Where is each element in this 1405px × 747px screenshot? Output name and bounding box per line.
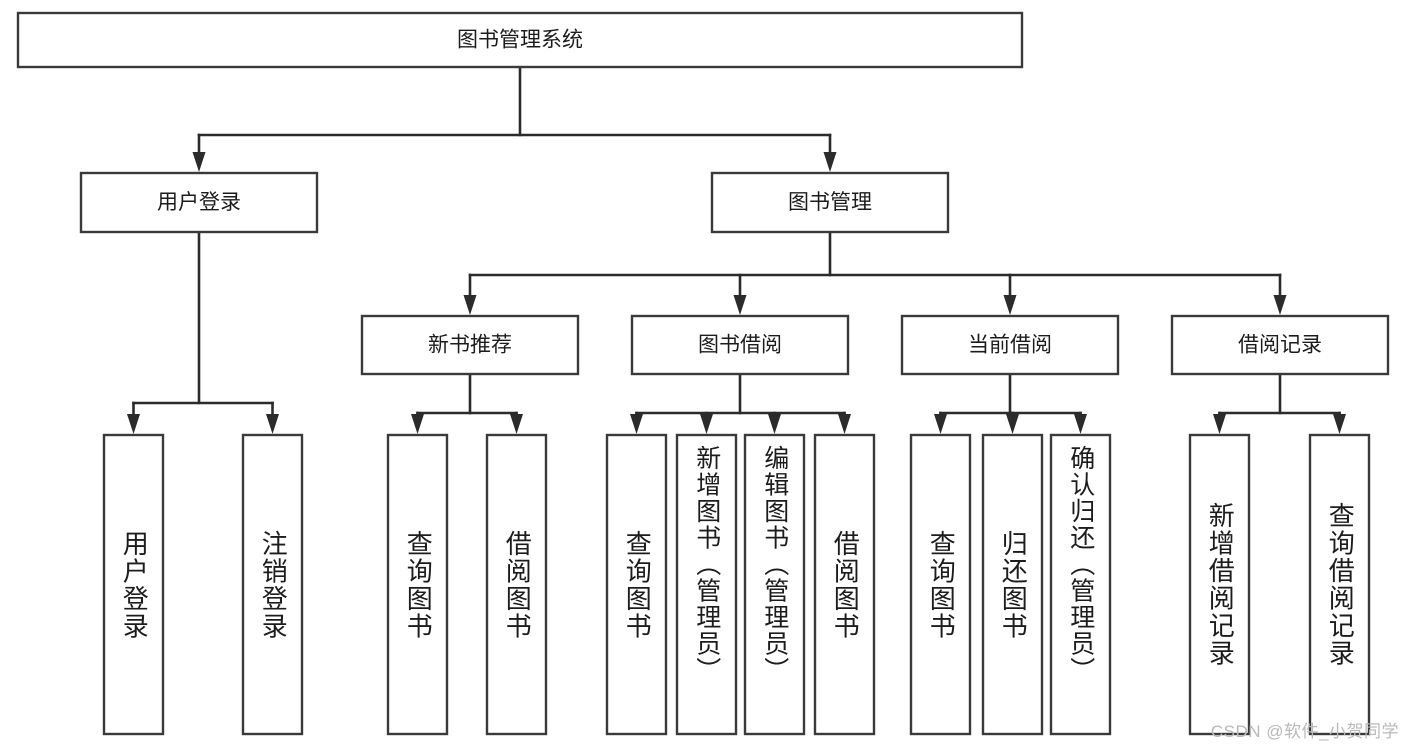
node-label-l2-1: 图书管理 — [788, 191, 872, 214]
node-box-leaf-7[interactable] — [813, 433, 876, 736]
node-box-leaf-11[interactable] — [1188, 433, 1251, 736]
node-box-l3-3[interactable] — [1170, 314, 1390, 376]
node-box-l3-1[interactable] — [630, 314, 850, 376]
node-box-leaf-2[interactable] — [386, 433, 449, 736]
node-box-l3-2[interactable] — [900, 314, 1120, 376]
node-box-leaf-6[interactable] — [743, 433, 806, 736]
node-box-l2-0[interactable] — [79, 171, 319, 234]
node-label-l2-0: 用户登录 — [157, 191, 241, 214]
node-box-root[interactable] — [16, 11, 1024, 69]
node-label-l3-3: 借阅记录 — [1238, 334, 1322, 357]
node-label-l3-2: 当前借阅 — [968, 334, 1052, 357]
node-box-leaf-12[interactable] — [1308, 433, 1371, 736]
node-label-l3-1: 图书借阅 — [698, 334, 782, 357]
node-boxes — [16, 11, 1390, 736]
node-label-l3-0: 新书推荐 — [428, 334, 512, 357]
node-box-leaf-10[interactable] — [1049, 433, 1112, 736]
node-box-leaf-8[interactable] — [909, 433, 972, 736]
node-box-leaf-4[interactable] — [605, 433, 668, 736]
node-box-leaf-3[interactable] — [485, 433, 548, 736]
node-box-leaf-5[interactable] — [675, 433, 738, 736]
node-label-root: 图书管理系统 — [457, 29, 583, 52]
node-box-leaf-9[interactable] — [981, 433, 1044, 736]
node-box-l2-1[interactable] — [710, 171, 950, 234]
node-box-leaf-1[interactable] — [241, 433, 304, 736]
connector-edges — [127, 65, 1346, 434]
node-box-leaf-0[interactable] — [102, 433, 165, 736]
watermark-text: CSDN @软件_小贺同学 — [1210, 722, 1399, 741]
node-box-l3-0[interactable] — [360, 314, 580, 376]
